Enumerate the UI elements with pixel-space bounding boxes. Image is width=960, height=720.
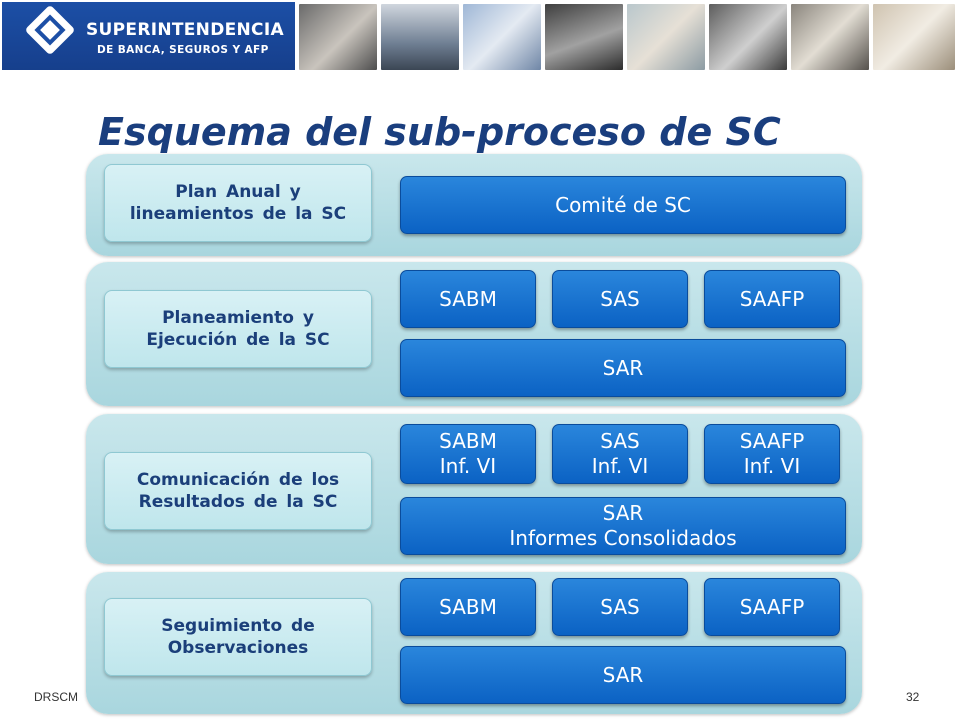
box-label: SAAFP (739, 594, 805, 619)
footer-label: DRSCM (34, 690, 78, 704)
header-banner: SUPERINTENDENCIA DE BANCA, SEGUROS Y AFP (0, 0, 960, 74)
logo-title: SUPERINTENDENCIA (86, 20, 284, 40)
box-label: SABM (439, 594, 497, 619)
box-label: SAS (600, 594, 640, 619)
box-sabm-seguimiento: SABM (400, 578, 536, 636)
box-saafp-seguimiento: SAAFP (704, 578, 840, 636)
header-photo-keyboard (463, 4, 541, 70)
box-label: SAAFP (739, 286, 805, 311)
header-photo-card-payment (299, 4, 377, 70)
header-photo-terminal (709, 4, 787, 70)
box-sas: SAS (552, 270, 688, 328)
header-photo-writing (873, 4, 955, 70)
box-sar-seguimiento: SAR (400, 646, 846, 704)
box-label: Comité de SC (555, 192, 691, 217)
phase-label-3: Comunicación de los Resultados de la SC (104, 452, 372, 530)
header-photo-meeting (791, 4, 869, 70)
logo-subtitle: DE BANCA, SEGUROS Y AFP (97, 44, 269, 56)
header-photo-handshake (627, 4, 705, 70)
header-photo-building (381, 4, 459, 70)
box-comite-sc: Comité de SC (400, 176, 846, 234)
box-sas-inf-vi: SAS Inf. VI (552, 424, 688, 484)
box-label: SAR (602, 662, 644, 687)
box-sabm-inf-vi: SABM Inf. VI (400, 424, 536, 484)
box-sar-informes: SAR Informes Consolidados (400, 497, 846, 555)
page-number: 32 (906, 690, 920, 704)
phase-label-1: Plan Anual y lineamientos de la SC (104, 164, 372, 242)
box-saafp: SAAFP (704, 270, 840, 328)
box-label: SAR (602, 355, 644, 380)
box-label: SAS Inf. VI (591, 429, 649, 478)
box-sar: SAR (400, 339, 846, 397)
header-photo-office (545, 4, 623, 70)
phase-label-4: Seguimiento de Observaciones (104, 598, 372, 676)
box-label: SAR Informes Consolidados (509, 501, 737, 550)
box-label: SABM Inf. VI (439, 429, 497, 478)
sbs-logo: SUPERINTENDENCIA DE BANCA, SEGUROS Y AFP (2, 2, 295, 70)
box-label: SAAFP Inf. VI (739, 429, 805, 478)
box-label: SABM (439, 286, 497, 311)
box-saafp-inf-vi: SAAFP Inf. VI (704, 424, 840, 484)
page-title: Esquema del sub-proceso de SC (98, 110, 781, 154)
phase-label-2: Planeamiento y Ejecución de la SC (104, 290, 372, 368)
box-sas-seguimiento: SAS (552, 578, 688, 636)
box-sabm: SABM (400, 270, 536, 328)
box-label: SAS (600, 286, 640, 311)
